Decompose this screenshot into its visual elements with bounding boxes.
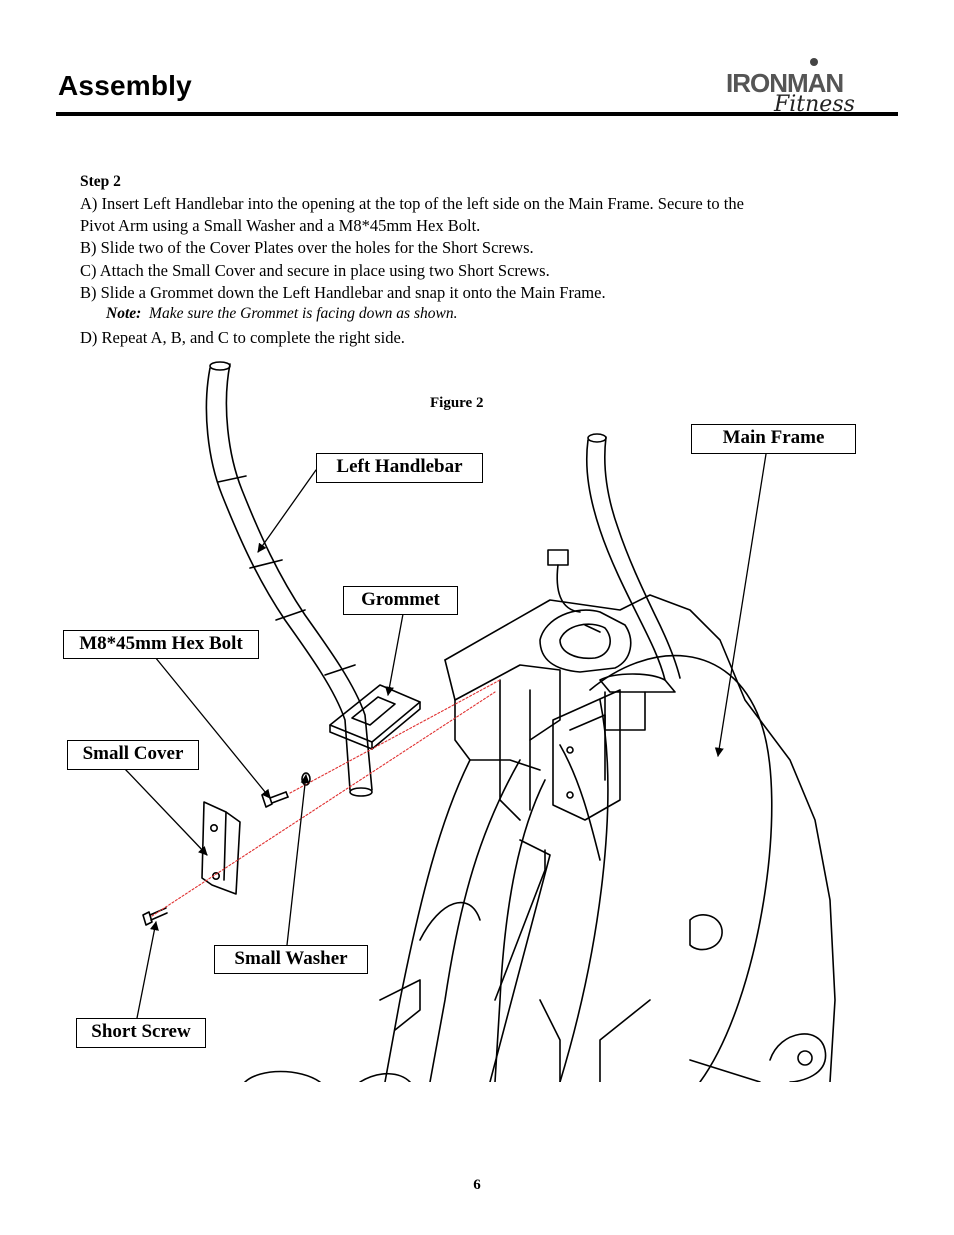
callout-grommet: Grommet xyxy=(343,586,458,615)
ironman-fitness-logo: IRONMAN Fitness xyxy=(726,58,872,116)
callout-main-frame: Main Frame xyxy=(691,424,856,454)
callout-hex-bolt: M8*45mm Hex Bolt xyxy=(63,630,259,659)
callout-short-screw: Short Screw xyxy=(76,1018,206,1048)
note: Note: Make sure the Grommet is facing do… xyxy=(106,305,457,323)
instruction-line: A) Insert Left Handlebar into the openin… xyxy=(80,194,744,213)
note-text: Make sure the Grommet is facing down as … xyxy=(149,305,458,322)
step-heading: Step 2 xyxy=(80,173,121,190)
instruction-line: D) Repeat A, B, and C to complete the ri… xyxy=(80,328,405,347)
page-number: 6 xyxy=(473,1177,481,1193)
page-title: Assembly xyxy=(58,70,192,101)
short-screw-shape xyxy=(142,907,168,926)
instruction-line: B) Slide a Grommet down the Left Handleb… xyxy=(80,283,606,302)
svg-text:Fitness: Fitness xyxy=(773,92,855,116)
note-label: Note: xyxy=(106,305,142,322)
alignment-guides xyxy=(151,679,501,917)
grommet-shape xyxy=(329,684,421,750)
left-handlebar-shape xyxy=(205,361,373,797)
callout-left-handlebar: Left Handlebar xyxy=(316,453,483,483)
callout-small-washer: Small Washer xyxy=(214,945,368,974)
hex-bolt-shape xyxy=(261,791,289,808)
figure-caption: Figure 2 xyxy=(430,395,484,411)
callout-leaders xyxy=(124,453,767,1019)
svg-text:IRONMAN: IRONMAN xyxy=(726,68,843,98)
console-housing xyxy=(539,549,632,673)
instruction-line: Pivot Arm using a Small Washer and a M8*… xyxy=(80,216,481,235)
instruction-line: B) Slide two of the Cover Plates over th… xyxy=(80,238,534,257)
right-handlebar-shape xyxy=(585,433,681,731)
main-frame-shape xyxy=(244,594,836,1082)
instruction-line: C) Attach the Small Cover and secure in … xyxy=(80,261,550,280)
callout-small-cover: Small Cover xyxy=(67,740,199,770)
header-rule xyxy=(56,112,898,116)
